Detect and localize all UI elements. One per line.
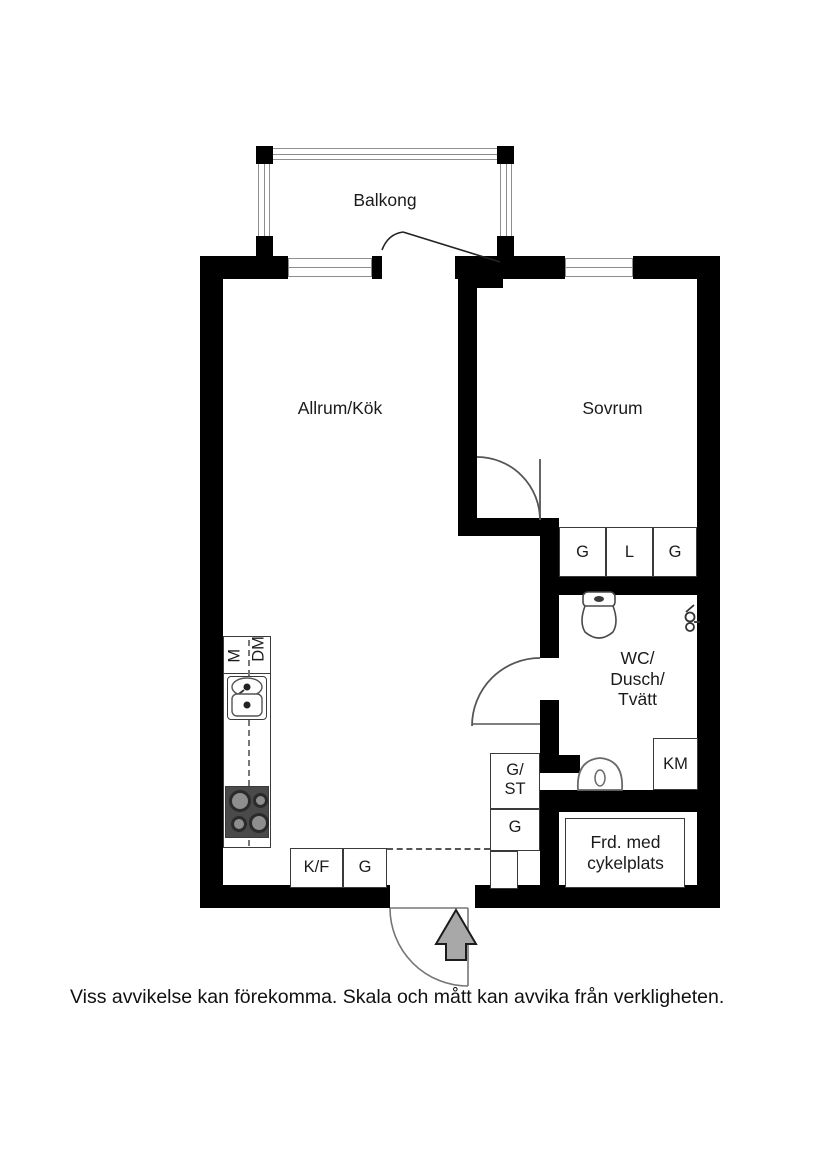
balkong-room-label: Balkong xyxy=(353,190,417,210)
partition-wall-bath-lower xyxy=(540,700,559,770)
cooktop-burner-small-2 xyxy=(231,816,247,832)
closet-hall-gst xyxy=(490,753,540,809)
balcony-railing-left-midline xyxy=(263,160,265,238)
toilet-icon xyxy=(581,591,617,639)
cooktop-burner-small-1 xyxy=(253,793,268,808)
wall-under-bedroom-closets xyxy=(540,577,720,595)
partition-wall-top-jog xyxy=(458,256,503,288)
kitchen-counter-centerline xyxy=(248,640,250,846)
closet-bedroom-l xyxy=(606,527,653,577)
cooktop-burner-large-1 xyxy=(229,790,251,812)
allrum-room-label: Allrum/Kök xyxy=(297,398,383,418)
kitchen-appliance-row xyxy=(223,636,271,674)
closet-bedroom-g1 xyxy=(559,527,606,577)
kitchen-zone-dashed-divider xyxy=(387,848,490,850)
balcony-post-top-right xyxy=(497,146,514,164)
partition-wall-allrum-sovrum xyxy=(458,256,477,526)
balcony-railing-top-midline xyxy=(258,153,512,155)
balcony-post-bottom-right xyxy=(497,236,514,258)
entrance-arrow-icon xyxy=(434,908,478,961)
kitchen-sink-icon xyxy=(227,676,267,720)
closet-bedroom-l-label: L xyxy=(624,543,635,561)
exterior-wall-top-left-stub xyxy=(372,256,382,279)
washbasin-icon xyxy=(577,757,623,791)
window-sovrum-top-midline xyxy=(565,267,633,269)
cabinet-kitchen-g xyxy=(343,848,387,888)
appliance-km-label: KM xyxy=(663,755,688,773)
cabinet-fridge-freezer xyxy=(290,848,343,888)
exterior-wall-left xyxy=(200,256,223,908)
closet-bedroom-g2-label: G xyxy=(668,543,682,561)
partition-wall-sill-extend xyxy=(458,518,558,536)
closet-bedroom-g2 xyxy=(653,527,697,577)
closet-hall-g-lower xyxy=(490,851,518,889)
bathroom-room-label: WC/ Dusch/ Tvätt xyxy=(610,648,665,710)
appliance-km-box xyxy=(653,738,698,790)
closet-bedroom-g1-label: G xyxy=(576,543,589,561)
exterior-wall-bottom-right xyxy=(565,885,720,908)
closet-hall-g-label: G xyxy=(508,818,522,836)
bathroom-door xyxy=(471,657,541,727)
closet-hall-gst-label: G/ ST xyxy=(504,761,526,799)
cooktop-burner-large-2 xyxy=(249,813,269,833)
bedroom-door xyxy=(476,456,541,521)
balcony-railing-right-midline xyxy=(505,160,507,238)
exterior-wall-bottom-left xyxy=(200,885,390,908)
hall-bike-area-box xyxy=(565,818,685,888)
balcony-post-top-left xyxy=(256,146,273,164)
cabinet-fridge-freezer-label: K/F xyxy=(303,858,330,876)
balcony-post-bottom-left xyxy=(256,236,273,258)
dishwasher-label: DM xyxy=(249,636,268,662)
disclaimer-caption: Viss avvikelse kan förekomma. Skala och … xyxy=(70,986,725,1008)
cabinet-kitchen-g-label: G xyxy=(358,858,372,876)
partition-wall-bath-hall xyxy=(540,790,720,812)
sovrum-room-label: Sovrum xyxy=(582,398,643,418)
partition-wall-hall-closets xyxy=(540,812,559,908)
entrance-door xyxy=(389,907,469,987)
closet-hall-g xyxy=(490,809,540,851)
microwave-label: M xyxy=(225,648,244,663)
partition-wall-bath-bottom-jog xyxy=(540,755,580,773)
window-allrum-top-midline xyxy=(288,267,372,269)
hall-room-label: Frd. med cykelplats xyxy=(587,832,664,873)
